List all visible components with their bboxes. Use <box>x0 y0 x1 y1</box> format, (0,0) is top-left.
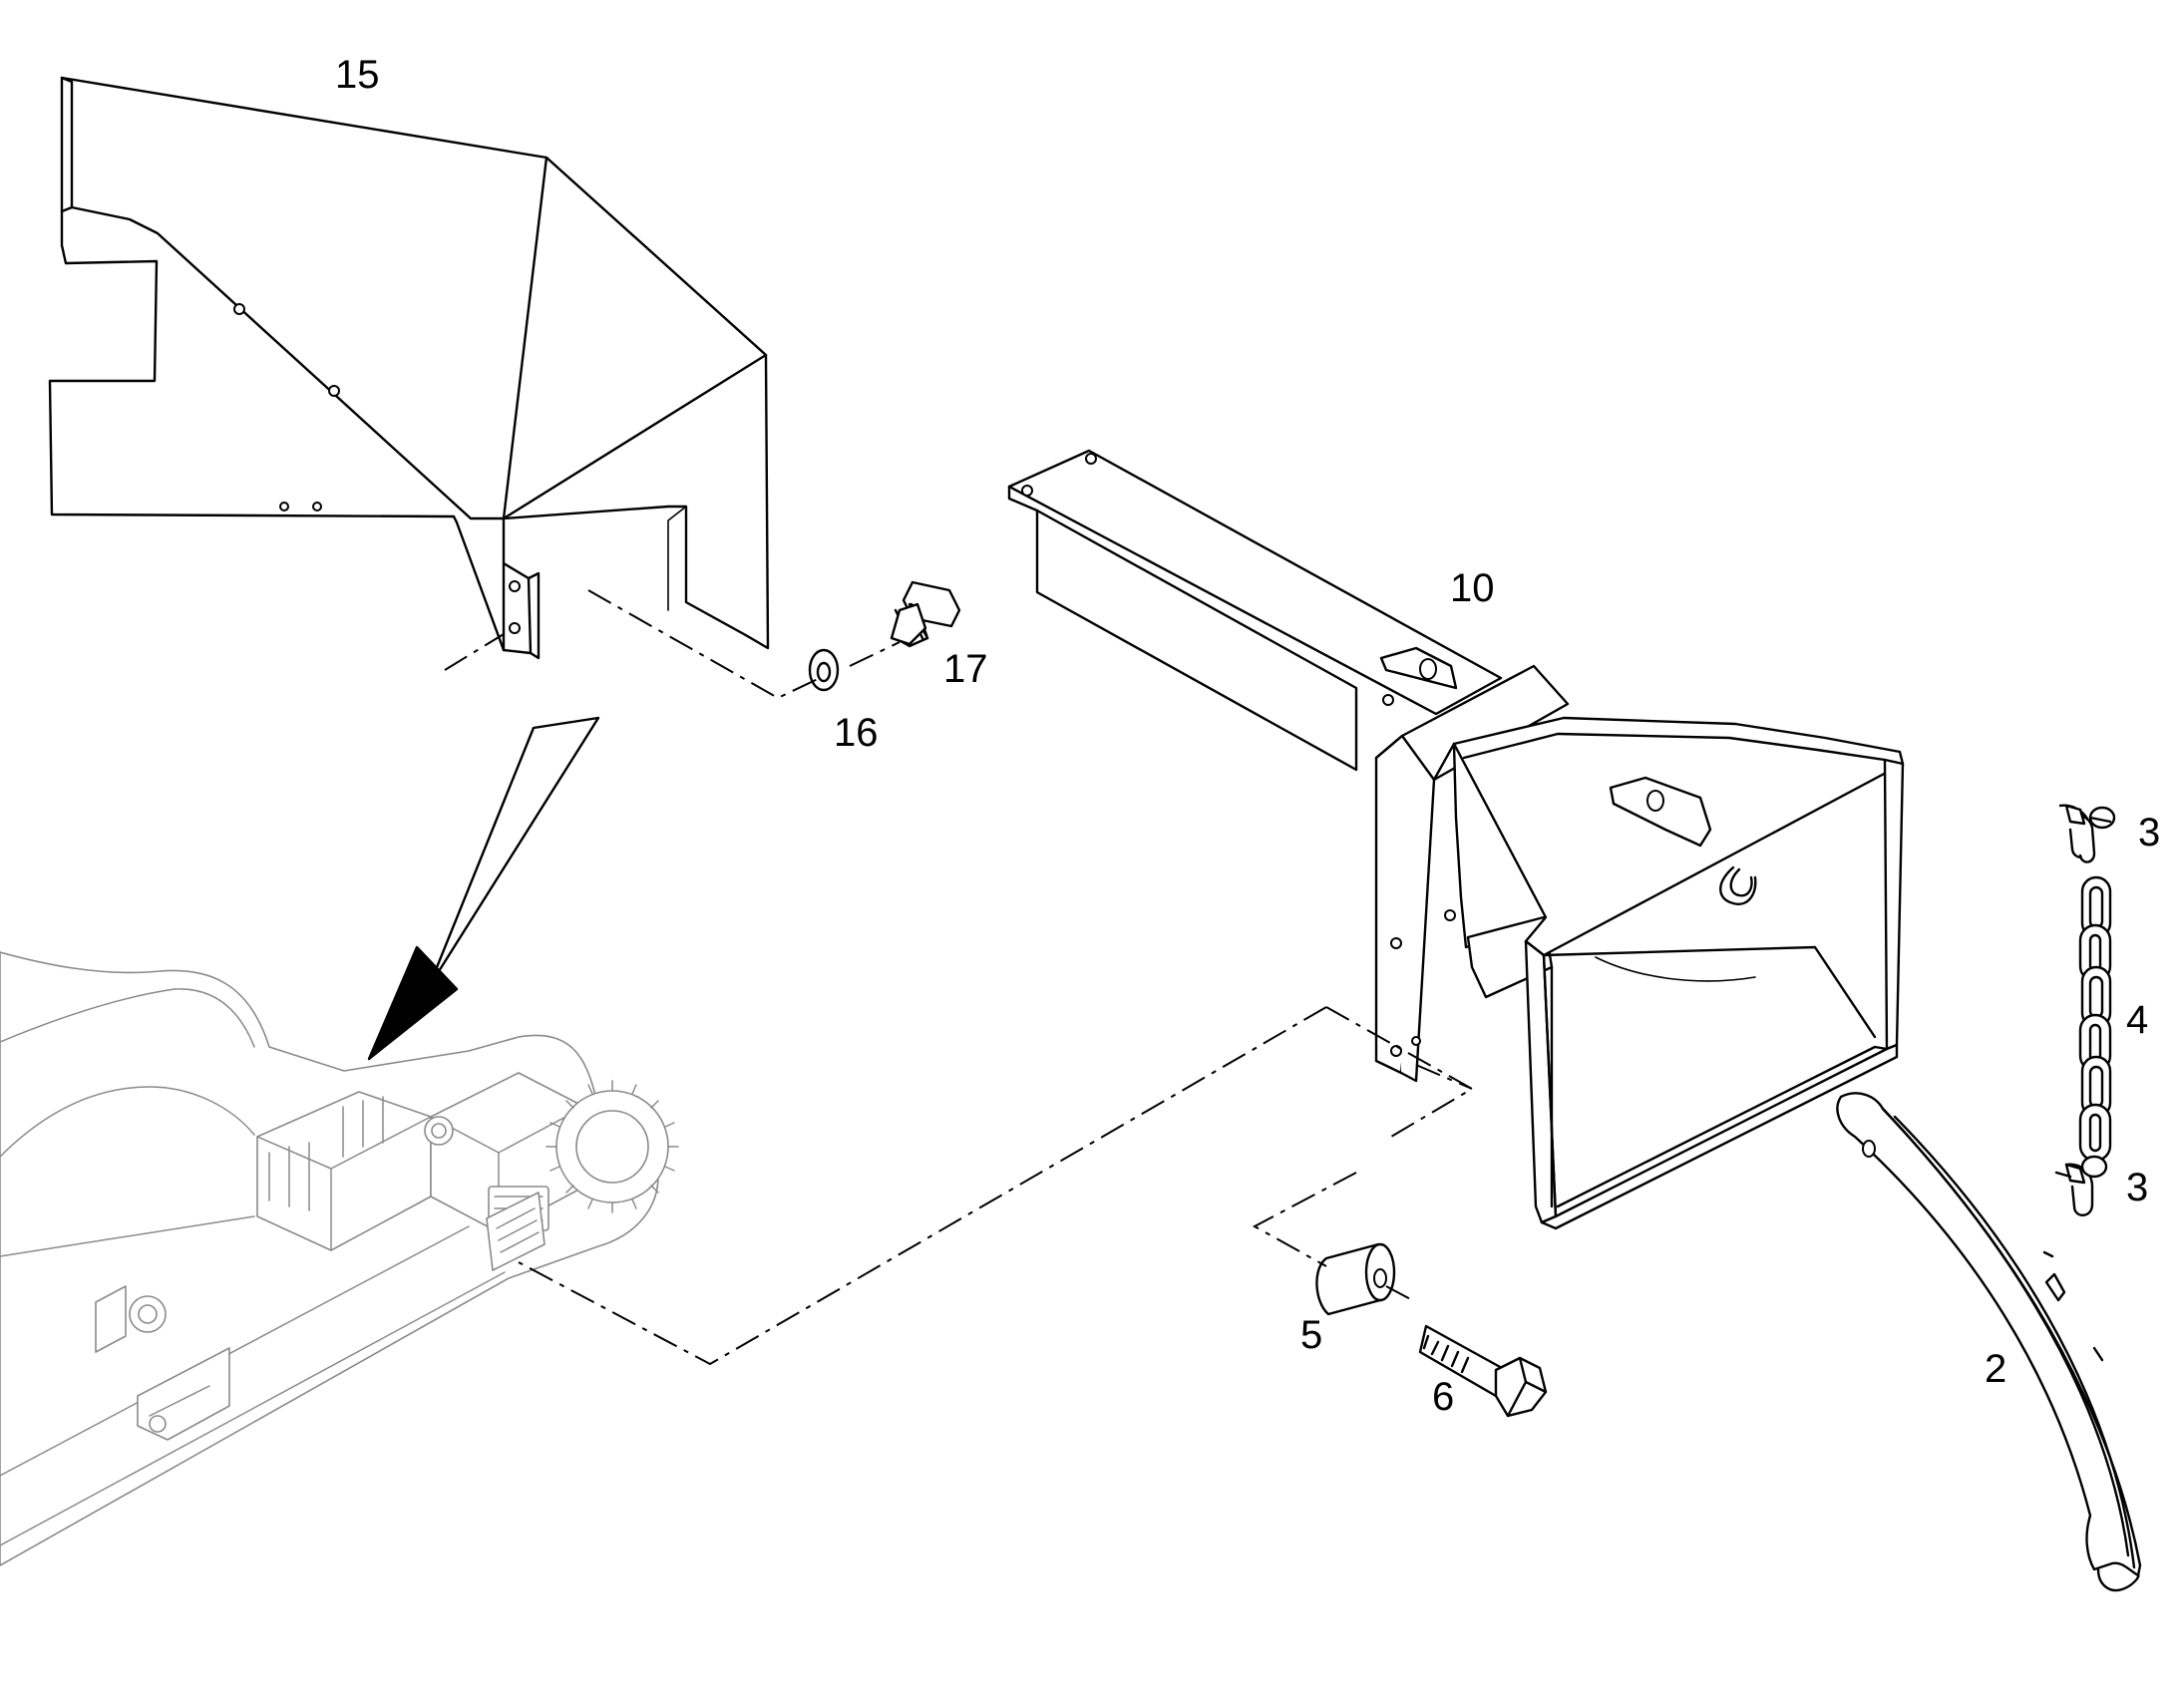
assembly-lines <box>444 589 1475 1366</box>
part-6-bolt <box>1418 1324 1548 1418</box>
callout-16: 16 <box>834 711 879 755</box>
callout-5: 5 <box>1300 1313 1322 1357</box>
callout-10: 10 <box>1450 566 1495 610</box>
part-15-cover-plate <box>48 76 770 660</box>
callout-labels: 15 10 17 16 3 4 3 2 5 6 <box>335 53 2160 1419</box>
part-5-spacer <box>1315 1242 1396 1316</box>
part-10-bracket <box>1007 449 1905 1230</box>
callout-15: 15 <box>335 53 380 97</box>
part-3-shackle-top <box>2058 804 2116 863</box>
callout-6: 6 <box>1432 1375 1454 1419</box>
part-4-chain <box>2078 875 2112 1163</box>
callout-2: 2 <box>1985 1347 2006 1391</box>
part-3-shackle-bottom <box>2054 1155 2108 1216</box>
callout-17: 17 <box>943 647 988 691</box>
callout-3-top: 3 <box>2138 811 2160 854</box>
assembly-pointer-arrow <box>367 716 600 1061</box>
part-17-screw <box>890 580 961 648</box>
part-2-curved-guide <box>1836 1092 2142 1592</box>
callout-3-bottom: 3 <box>2126 1166 2148 1209</box>
part-16-washer <box>808 648 840 692</box>
assembly-frame-view <box>0 951 679 1566</box>
callout-4: 4 <box>2126 998 2148 1042</box>
